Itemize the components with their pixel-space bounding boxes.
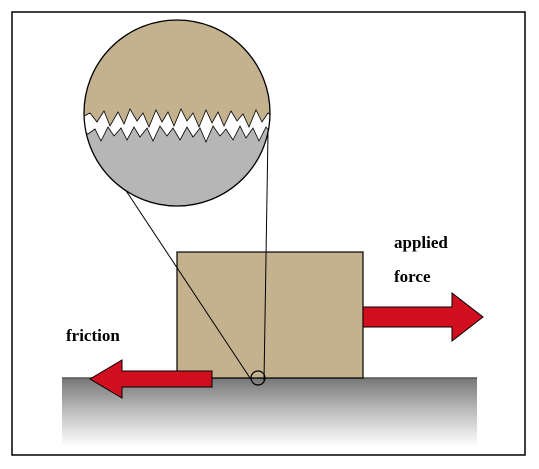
magnified-gap bbox=[84, 108, 270, 144]
applied-force-arrow bbox=[362, 291, 484, 343]
magnifier-line-left bbox=[112, 170, 253, 382]
magnifier-line-right bbox=[263, 132, 269, 382]
block bbox=[176, 251, 364, 379]
ground-surface bbox=[62, 378, 477, 446]
magnified-circle-outline bbox=[83, 19, 271, 207]
applied-force-label-line1: applied bbox=[394, 233, 448, 252]
friction-label: friction bbox=[66, 326, 120, 345]
applied-force-label-line2: force bbox=[394, 267, 431, 286]
contact-point-circle bbox=[250, 370, 266, 386]
friction-arrow bbox=[89, 359, 213, 399]
